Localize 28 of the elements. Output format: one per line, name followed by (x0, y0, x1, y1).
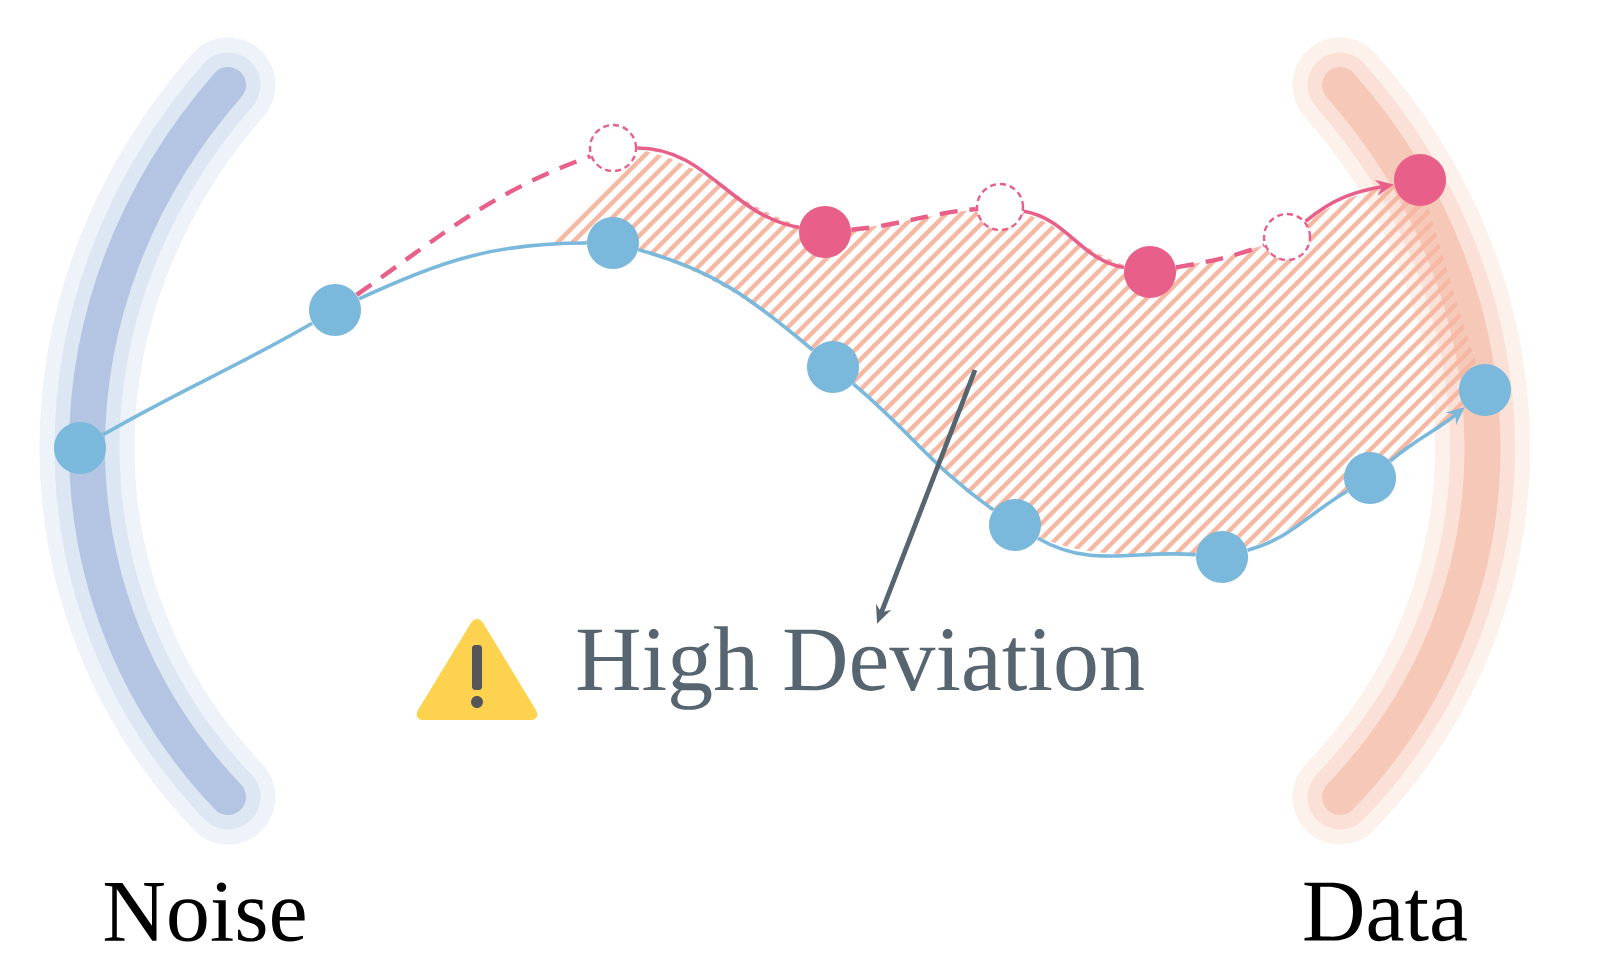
trajectory-line (101, 321, 314, 437)
trajectory-point (1459, 364, 1511, 416)
trajectory-point (309, 284, 361, 336)
trajectory-point (587, 217, 639, 269)
trajectory-point (989, 499, 1041, 551)
trajectory-line (851, 206, 977, 232)
trajectory-line (638, 248, 814, 352)
hollow-point (975, 182, 1025, 232)
trajectory-line (1023, 209, 1125, 270)
trajectory-line (852, 382, 995, 512)
trajectory-point (807, 341, 859, 393)
trajectory-point (54, 422, 106, 474)
trajectory-point (1124, 246, 1176, 298)
trajectory-point (1394, 154, 1446, 206)
trajectory-line (355, 154, 592, 297)
trajectory-line (1037, 536, 1196, 558)
trajectory-point (1196, 531, 1248, 583)
axis-end-label: Noise (104, 882, 305, 942)
hollow-point (588, 123, 638, 173)
trajectory-line (1247, 489, 1349, 552)
axis-end-label: Data (1304, 882, 1467, 942)
trajectory-line (358, 241, 587, 301)
trajectory-point (799, 206, 851, 258)
deviation-label: High Deviation (577, 626, 1144, 710)
hollow-point (1262, 212, 1312, 262)
trajectory-line (1175, 243, 1265, 270)
trajectory-line (637, 146, 800, 230)
trajectory-point (1344, 452, 1396, 504)
